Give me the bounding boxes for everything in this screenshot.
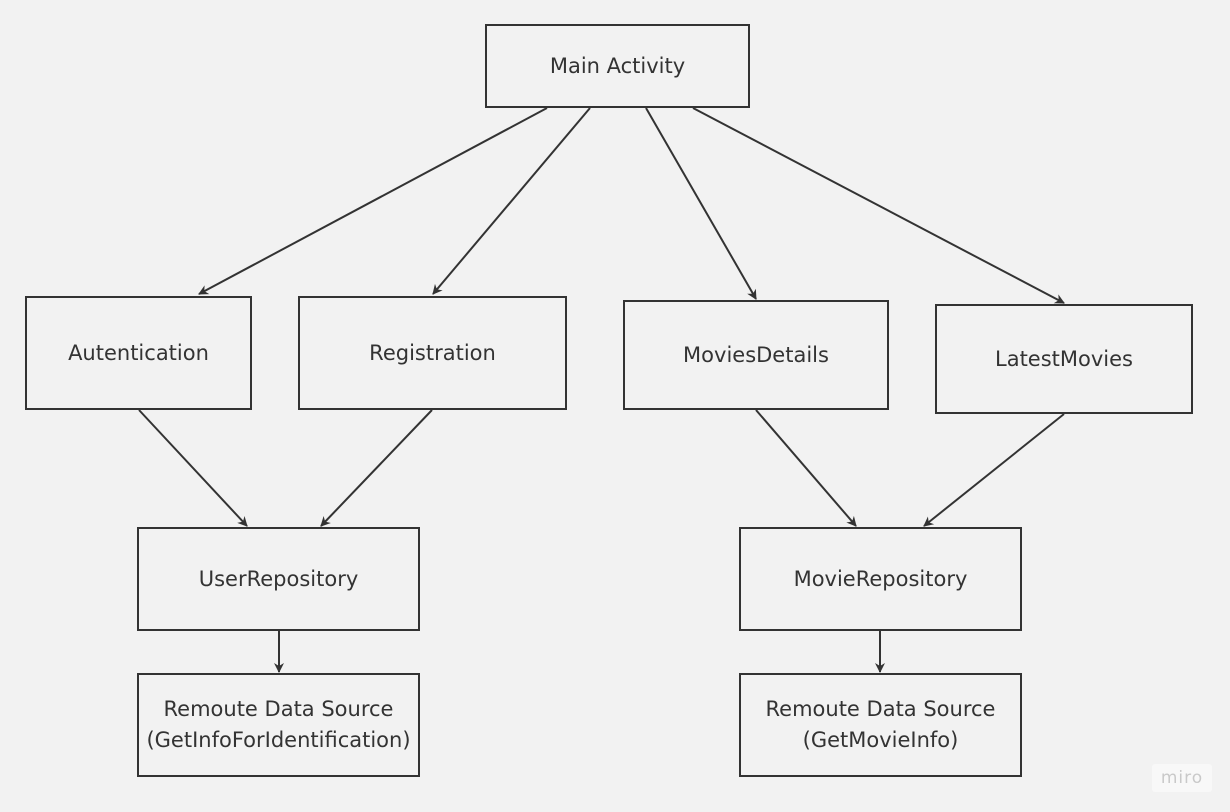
edge-autentication-to-user-repository (138, 409, 248, 527)
node-label: LatestMovies (995, 346, 1133, 371)
node-label: UserRepository (198, 566, 359, 591)
edge-registration-to-user-repository (320, 409, 433, 527)
edge-main-to-latest-movies (692, 107, 1065, 304)
node-label-line-1: Remoute Data Source (163, 697, 394, 721)
edge-movies-details-to-movie-repository (755, 409, 857, 527)
node-user-repository[interactable]: UserRepository (137, 527, 420, 631)
edge-main-to-autentication (198, 107, 548, 295)
miro-watermark: miro (1152, 764, 1212, 792)
node-main-activity[interactable]: Main Activity (485, 24, 750, 108)
node-user-data-source[interactable]: Remoute Data Source (GetInfoForIdentific… (137, 673, 420, 777)
node-movies-details[interactable]: MoviesDetails (623, 300, 889, 410)
edge-main-to-registration (432, 107, 591, 295)
node-latest-movies[interactable]: LatestMovies (935, 304, 1193, 414)
node-label-line-2: (GetMovieInfo) (802, 728, 959, 752)
node-label-line-1: Remoute Data Source (765, 697, 996, 721)
node-label: Autentication (68, 340, 209, 365)
node-movie-repository[interactable]: MovieRepository (739, 527, 1022, 631)
node-label: Registration (369, 340, 496, 365)
node-autentication[interactable]: Autentication (25, 296, 252, 410)
node-label-line-2: (GetInfoForIdentification) (146, 728, 411, 752)
node-registration[interactable]: Registration (298, 296, 567, 410)
node-movie-data-source[interactable]: Remoute Data Source (GetMovieInfo) (739, 673, 1022, 777)
node-label: MoviesDetails (683, 342, 829, 367)
node-label: Main Activity (549, 53, 686, 78)
node-label: MovieRepository (793, 566, 968, 591)
edge-latest-movies-to-movie-repository (923, 413, 1065, 527)
edge-main-to-movies-details (645, 107, 757, 300)
